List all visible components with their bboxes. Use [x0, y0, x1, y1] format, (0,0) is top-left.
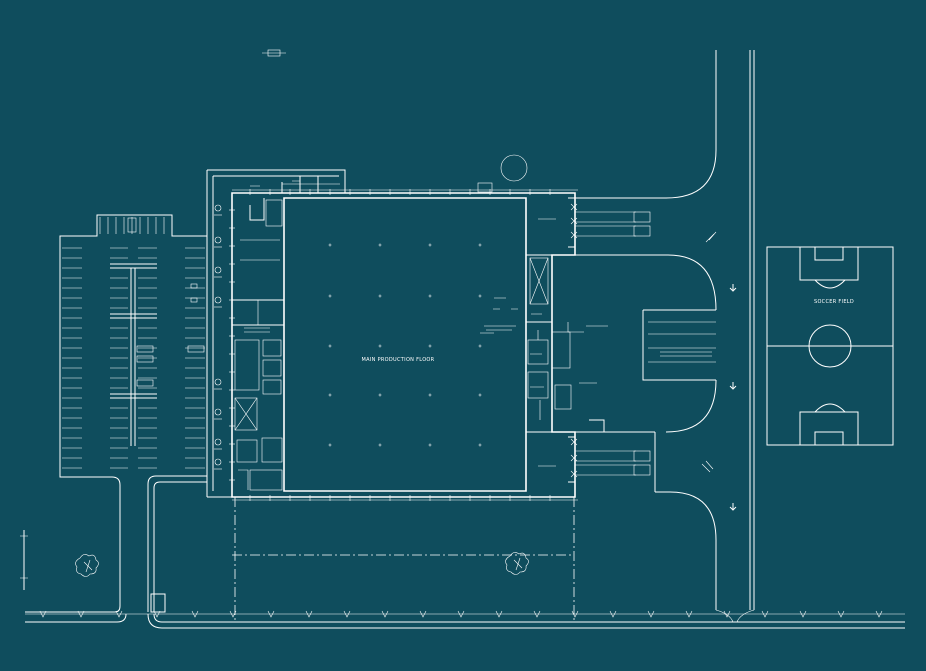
main-floor-label: MAIN PRODUCTION FLOOR	[362, 357, 435, 363]
north-arrow-icon	[262, 49, 286, 57]
tree-icon	[75, 554, 99, 577]
parking-islands	[110, 217, 205, 446]
fence-line	[39, 610, 883, 618]
property-line	[20, 214, 905, 629]
tree-icon	[505, 552, 529, 575]
soccer-field-label: SOCCER FIELD	[814, 299, 854, 305]
parking-lot	[62, 217, 205, 469]
building	[229, 154, 712, 501]
soccer-field	[766, 246, 894, 446]
loading-docks	[568, 197, 656, 492]
site-sign	[150, 593, 166, 613]
column-grid	[328, 243, 482, 447]
traffic-arrow-icon	[701, 231, 737, 511]
grid-lines	[232, 497, 575, 622]
truck-court	[575, 50, 755, 623]
west-walkway	[206, 169, 346, 498]
